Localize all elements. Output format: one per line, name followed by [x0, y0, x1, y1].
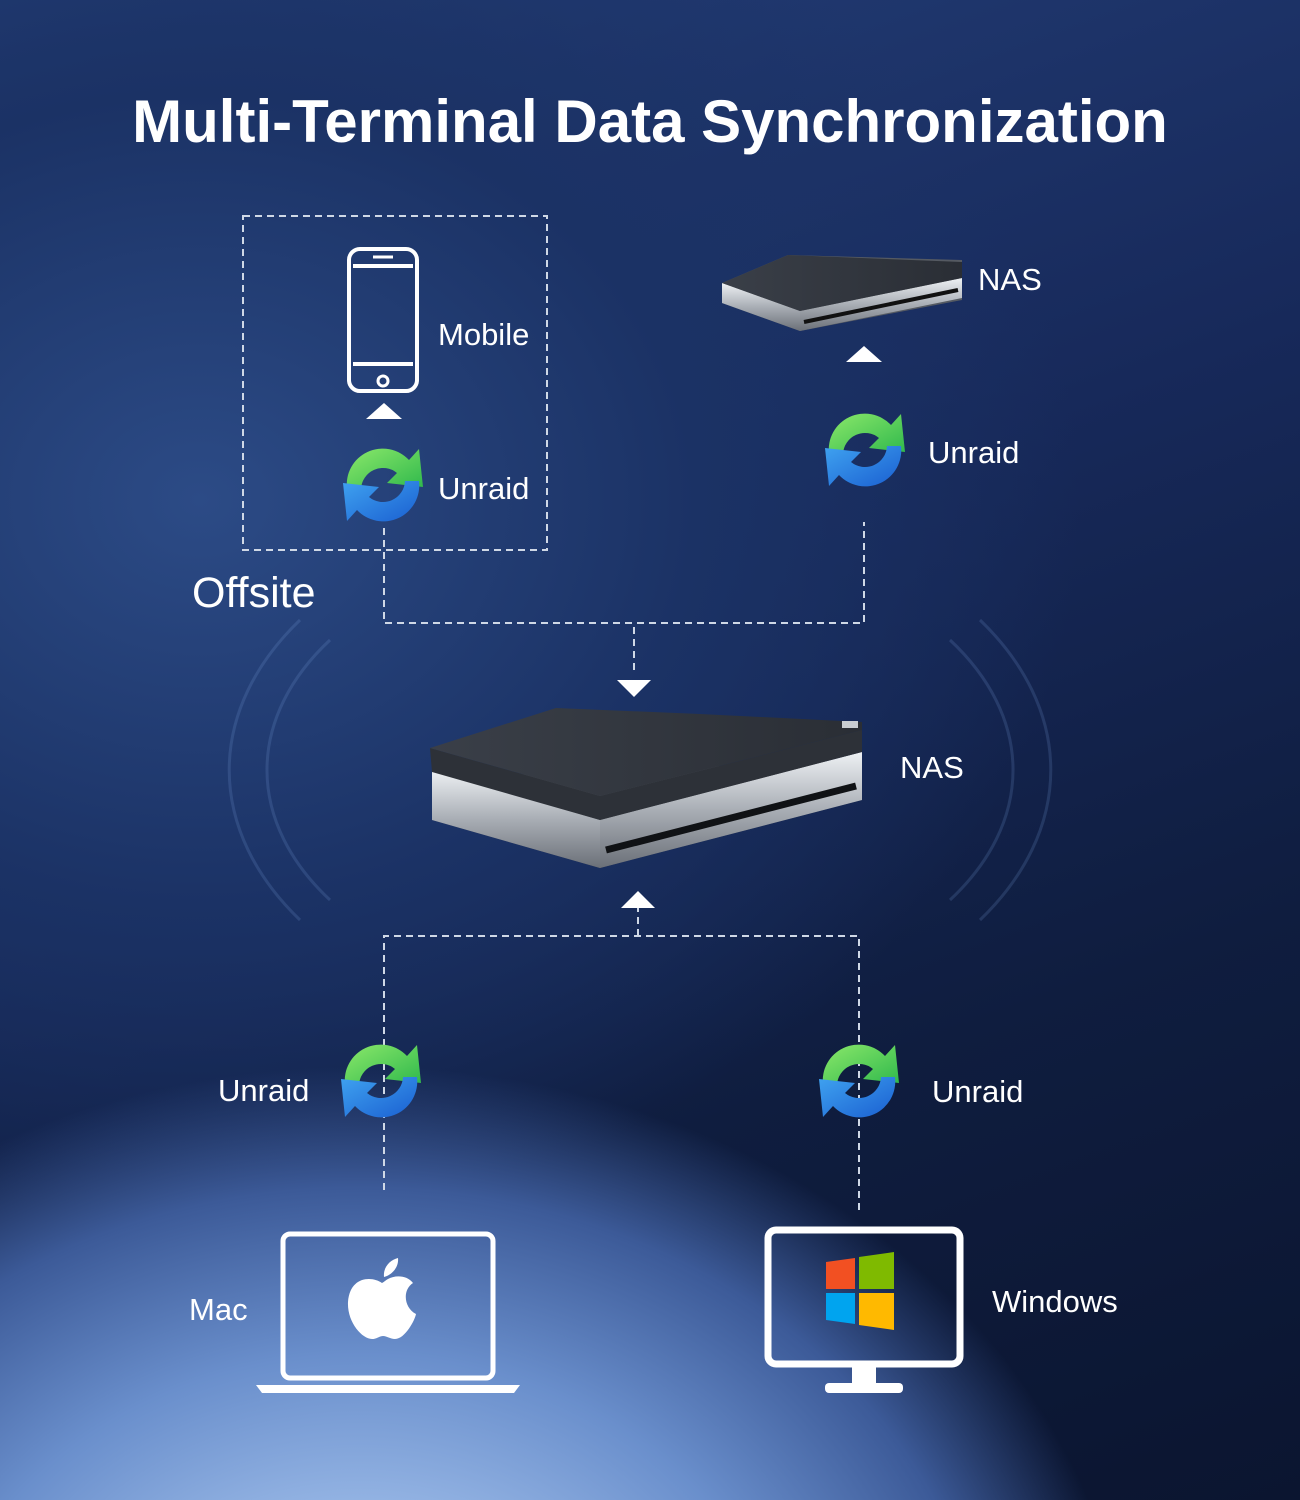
mobile-label: Mobile [438, 317, 530, 352]
offsite-label: Offsite [192, 569, 316, 617]
signal-rings [227, 618, 1053, 922]
arrowheads [366, 346, 882, 908]
remote-nas-label: NAS [978, 262, 1042, 297]
sync-label-mac: Unraid [218, 1073, 310, 1108]
arrow-up-central [621, 891, 655, 908]
page-title: Multi-Terminal Data Synchronization [132, 88, 1168, 155]
sync-arrows-icon-windows [819, 1044, 899, 1118]
arrow-down-central [617, 680, 651, 697]
arrow-up-mobile [366, 403, 402, 419]
desktop-monitor-icon [764, 1226, 964, 1393]
windows-label: Windows [992, 1284, 1118, 1319]
nas-device-icon-remote [722, 255, 962, 331]
sync-arrows-icon-mac [341, 1044, 421, 1118]
sync-label-mobile: Unraid [438, 471, 530, 506]
sync-label-remote-nas: Unraid [928, 435, 1020, 470]
sync-label-windows: Unraid [932, 1074, 1024, 1109]
connector-lines [383, 522, 865, 1215]
smartphone-icon [347, 247, 419, 393]
windows-logo-icon [826, 1252, 894, 1330]
sync-arrows-icon-remote-nas [825, 413, 905, 487]
apple-logo-icon [347, 1258, 416, 1339]
offsite-group-box [242, 215, 548, 551]
central-nas-label: NAS [900, 750, 964, 785]
sync-arrows-icon-mobile [343, 448, 423, 522]
mac-label: Mac [189, 1292, 248, 1327]
arrow-up-remote-nas [846, 346, 882, 362]
laptop-icon [256, 1231, 520, 1393]
nas-device-icon-central [430, 708, 862, 868]
